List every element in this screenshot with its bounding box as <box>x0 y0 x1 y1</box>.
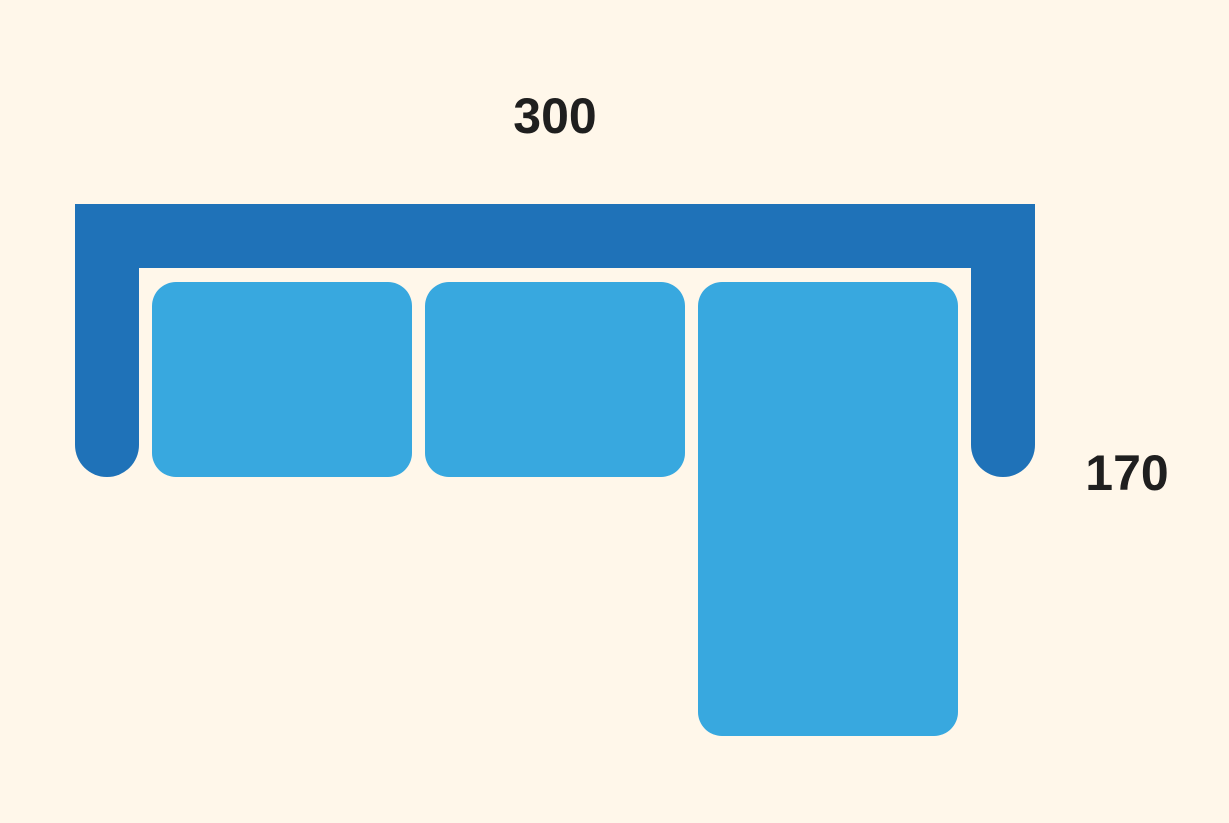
depth-label: 170 <box>1085 445 1169 501</box>
backrest <box>75 204 1035 268</box>
right-armrest <box>971 204 1035 477</box>
sofa-frame <box>75 204 1035 477</box>
seat-cushion-1 <box>152 282 412 477</box>
chaise-cushion <box>698 282 958 736</box>
width-label: 300 <box>513 88 597 144</box>
left-armrest <box>75 204 139 477</box>
seat-cushion-2 <box>425 282 685 477</box>
cushions <box>152 282 958 736</box>
